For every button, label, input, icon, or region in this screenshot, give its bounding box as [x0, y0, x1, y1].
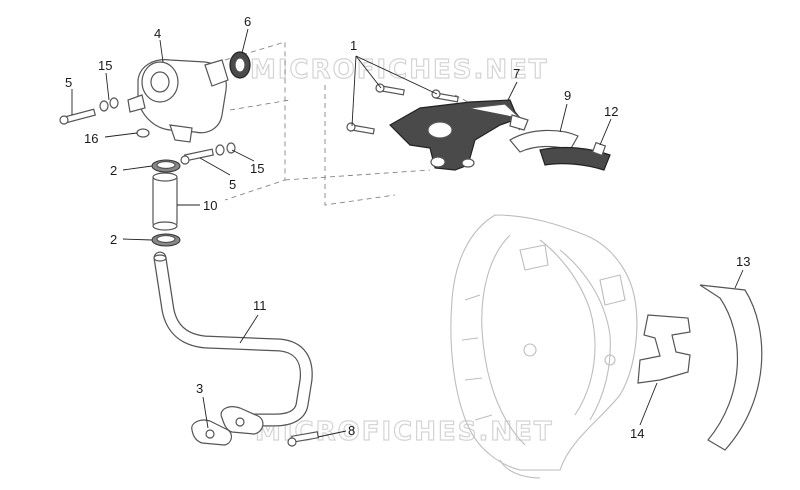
long-coolant-pipe	[153, 251, 313, 427]
callout-16: 16	[84, 131, 98, 146]
callout-4: 4	[154, 26, 161, 41]
cover-housing-ghost	[450, 214, 638, 479]
foam-pad	[637, 314, 691, 384]
callout-7: 7	[513, 66, 520, 81]
pump-seal-ring	[229, 51, 251, 79]
callout-5-lower: 5	[229, 177, 236, 192]
bolt-washer-set-middle	[180, 142, 236, 165]
flange-bolt	[287, 431, 320, 447]
callout-15-upper: 15	[98, 58, 112, 73]
pipe-flange-gaskets	[191, 406, 264, 446]
callout-10: 10	[203, 198, 217, 213]
callout-2-upper: 2	[110, 163, 117, 178]
callout-15-lower: 15	[250, 161, 264, 176]
callout-5-upper: 5	[65, 75, 72, 90]
bracket-bolts	[346, 83, 459, 135]
hose-clamp-upper	[151, 159, 181, 173]
callout-6: 6	[244, 14, 251, 29]
callout-11: 11	[253, 298, 267, 313]
guide-piece-upper	[509, 129, 579, 153]
curved-seal-strip	[699, 284, 763, 451]
callout-9: 9	[564, 88, 571, 103]
leader-lines	[71, 28, 744, 438]
callout-labels: 1 2 2 3 4 5 5 6 7 8 9 10 11 12 13 14 15 …	[65, 14, 750, 441]
callout-1: 1	[350, 38, 357, 53]
watermark-bottom: MICROFICHES.NET	[255, 417, 554, 447]
water-pump-body	[127, 59, 229, 143]
small-hose-clamp	[136, 128, 150, 138]
guide-piece-lower	[539, 146, 611, 171]
bracket	[389, 99, 529, 171]
callout-14: 14	[630, 426, 644, 441]
bolt-washer-set-upper	[59, 97, 119, 125]
watermark-top: MICROFICHES.NET	[250, 55, 549, 85]
callout-8: 8	[348, 423, 355, 438]
hose-clamp-lower	[151, 233, 181, 247]
callout-13: 13	[736, 254, 750, 269]
short-hose	[152, 172, 178, 231]
callout-3: 3	[196, 381, 203, 396]
callout-12: 12	[604, 104, 618, 119]
callout-2-lower: 2	[110, 232, 117, 247]
